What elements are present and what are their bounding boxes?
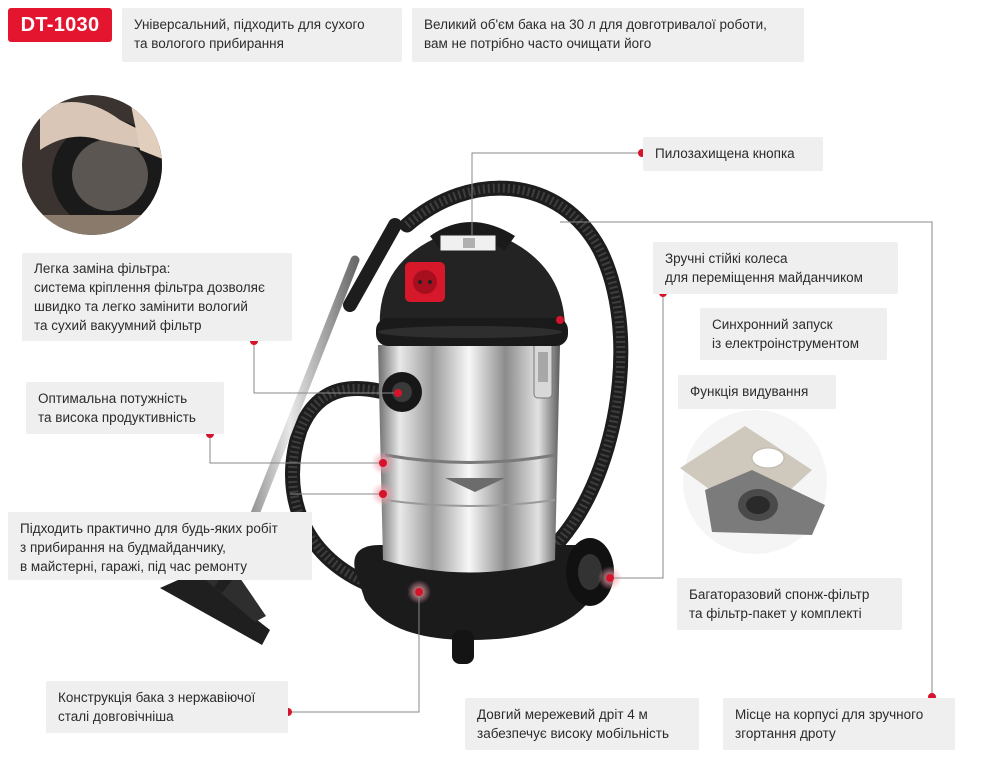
feature-sites-line1: Підходить практично для будь-яких робіт — [20, 521, 278, 536]
feature-steel-line2: сталі довговічніша — [58, 709, 174, 724]
feature-storage-line1: Місце на корпусі для зручного — [735, 707, 924, 722]
feature-power-line2: та висока продуктивність — [38, 410, 196, 425]
feature-filter-change: Легка заміна фільтра: система кріплення … — [22, 253, 292, 341]
feature-dust-button-line1: Пилозахищена кнопка — [655, 146, 795, 161]
feature-sites: Підходить практично для будь-яких робіт … — [8, 512, 312, 580]
feature-sites-line3: в майстерні, гаражі, під час ремонту — [20, 559, 248, 574]
feature-power: Оптимальна потужність та висока продукти… — [26, 382, 224, 434]
feature-steel-tank: Конструкція бака з нержавіючої сталі дов… — [46, 681, 288, 733]
feature-filters-line2: та фільтр-пакет у комплекті — [689, 606, 862, 621]
feature-steel-line1: Конструкція бака з нержавіючої — [58, 690, 256, 705]
filter-inset-photo — [22, 95, 162, 235]
feature-wheels-line1: Зручні стійкі колеса — [665, 251, 788, 266]
feature-filter-change-line4: та сухий вакуумний фільтр — [34, 318, 202, 333]
model-badge: DT-1030 — [8, 8, 112, 42]
motor-head — [379, 226, 565, 330]
feature-blow-line1: Функція видування — [690, 384, 809, 399]
feature-power-line1: Оптимальна потужність — [38, 391, 188, 406]
feature-dust-button: Пилозахищена кнопка — [643, 137, 823, 171]
feature-sites-line2: з прибирання на будмайданчику, — [20, 540, 226, 555]
feature-filters-line1: Багаторазовий спонж-фільтр — [689, 587, 870, 602]
power-socket — [405, 262, 445, 302]
feature-sync-line2: із електроінструментом — [712, 336, 860, 351]
floor-nozzle — [160, 568, 270, 645]
feature-sync-line1: Синхронний запуск — [712, 317, 833, 332]
feature-cable: Довгий мережевий дріт 4 м забезпечує вис… — [465, 698, 699, 750]
feature-filter-change-line3: швидко та легко замінити вологий — [34, 299, 248, 314]
feature-wheels: Зручні стійкі колеса для переміщення май… — [653, 242, 898, 294]
feature-filter-change-line1: Легка заміна фільтра: — [34, 261, 171, 276]
feature-filters-included: Багаторазовий спонж-фільтр та фільтр-пак… — [677, 578, 902, 630]
feature-filter-change-line2: система кріплення фільтра дозволяє — [34, 280, 265, 295]
feature-universal: Універсальний, підходить для сухого та в… — [122, 8, 402, 62]
feature-sync-start: Синхронний запуск із електроінструментом — [700, 308, 887, 360]
feature-tank-line1: Великий об'єм бака на 30 л для довготрив… — [424, 17, 767, 32]
caster-base — [354, 538, 614, 664]
feature-blow: Функція видування — [678, 375, 836, 409]
steel-tank — [378, 345, 560, 573]
feature-universal-line2: та вологого прибирання — [134, 36, 284, 51]
feature-cable-line2: забезпечує високу мобільність — [477, 726, 670, 741]
feature-storage-line2: згортання дроту — [735, 726, 836, 741]
feature-tank-capacity: Великий об'єм бака на 30 л для довготрив… — [412, 8, 804, 62]
filter-bag-photo — [680, 410, 827, 554]
feature-tank-line2: вам не потрібно часто очищати його — [424, 36, 652, 51]
feature-cable-line1: Довгий мережевий дріт 4 м — [477, 707, 648, 722]
feature-wheels-line2: для переміщення майданчиком — [665, 270, 863, 285]
feature-cord-storage: Місце на корпусі для зручного згортання … — [723, 698, 955, 750]
feature-universal-line1: Універсальний, підходить для сухого — [134, 17, 365, 32]
